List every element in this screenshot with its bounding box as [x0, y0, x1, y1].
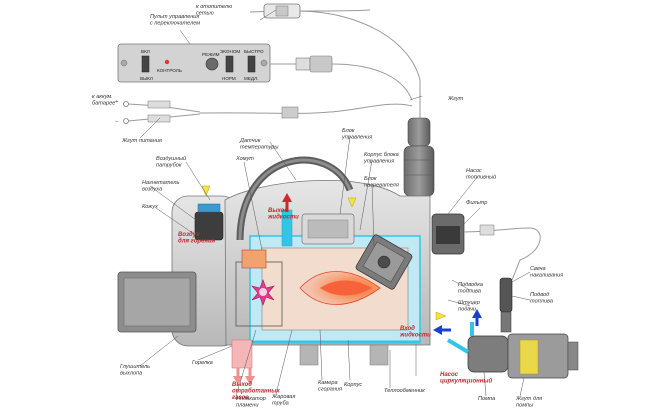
blue-clip	[197, 203, 221, 213]
pump-label: Помпа	[478, 396, 495, 402]
mode-knob[interactable]	[205, 57, 219, 71]
plus-sign: +	[115, 99, 119, 105]
flow-arrows	[201, 185, 482, 385]
circulation-pump	[467, 333, 579, 379]
burner-label: Горелка	[192, 360, 213, 366]
panel-econ-label: ЭКОНОМ	[220, 49, 240, 54]
heat-exchanger-label: Теплообменник	[384, 388, 425, 394]
leader-lines	[139, 9, 531, 397]
cover-label: Кожух	[142, 204, 158, 210]
coolant-chamber-label: Корпус	[344, 382, 362, 388]
glow-plug	[251, 279, 275, 306]
exhaust-pipe	[231, 339, 253, 369]
power-harness-label: Жгут питания	[121, 138, 162, 144]
panel-connector	[295, 57, 311, 71]
panel-slow-label: МЕДЛ.	[244, 76, 258, 81]
blue-left-arrow	[433, 325, 442, 335]
panel-fast-label: БЫСТРО	[244, 49, 264, 54]
exhaust-arrow-2	[245, 376, 255, 385]
minus-sign: −	[115, 119, 119, 125]
panel-on-label: ВКЛ	[141, 49, 150, 54]
panel-mode-label: РЕЖИМ	[202, 52, 220, 57]
panel-off-label: ВЫКЛ	[140, 76, 153, 81]
harness-label: Жгут	[447, 96, 464, 102]
panel-control-label: КОНТРОЛЬ	[157, 68, 182, 73]
control-panel: ВКЛ ВЫКЛ КОНТРОЛЬ РЕЖИМ ЭКОНОМ НОРМ БЫСТ…	[117, 43, 271, 83]
fuel-pump-block	[355, 234, 413, 290]
econ-switch[interactable]	[225, 55, 234, 73]
flame-core	[320, 280, 372, 296]
exhaust-arrow-1	[233, 376, 243, 385]
heater-body	[117, 179, 431, 369]
dosing-pump	[499, 277, 513, 333]
power-switch[interactable]	[141, 55, 150, 73]
harness-sleeve	[403, 145, 435, 197]
liquid-out-arrow	[282, 193, 292, 202]
control-led	[164, 59, 170, 65]
panel-plug	[309, 55, 333, 73]
yellow-arrow-2	[347, 197, 357, 208]
fuel-nozzle	[241, 249, 267, 269]
battery-wires: + −	[115, 99, 413, 125]
right-fuel-system	[431, 213, 579, 379]
main-harness	[403, 117, 435, 197]
top-connector	[249, 3, 421, 118]
time-switch[interactable]	[247, 55, 256, 73]
hose-label: Хомут	[235, 156, 254, 162]
battery-label: к аккум.батарее	[92, 94, 115, 107]
yellow-arrow-3	[435, 311, 447, 321]
panel-norm-label: НОРМ	[222, 76, 236, 81]
liquid-in-arrow	[472, 309, 482, 318]
yellow-arrow-1	[201, 185, 211, 197]
filter-label: Фильтр	[466, 200, 487, 206]
harness-grommet	[407, 117, 431, 147]
